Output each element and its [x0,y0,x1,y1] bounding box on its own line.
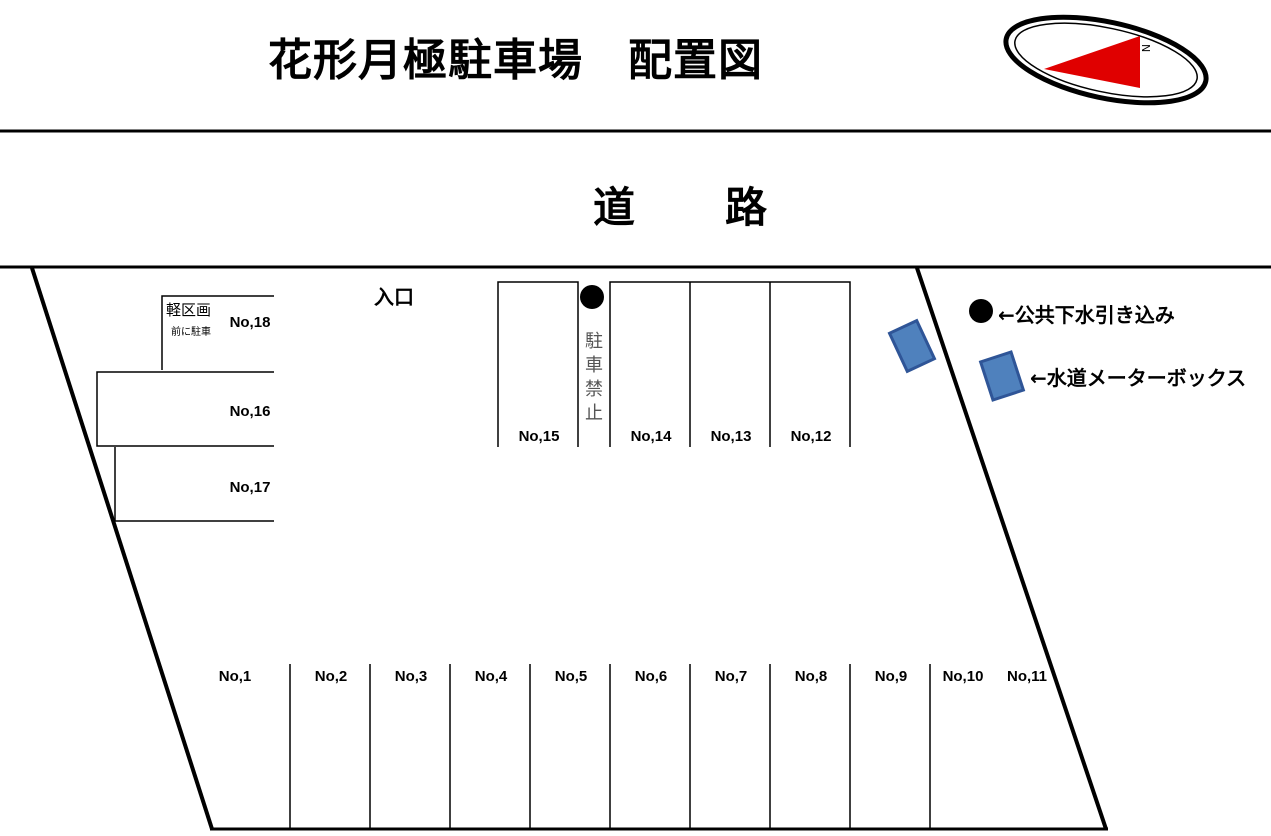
no-parking-char: 駐 [585,331,603,352]
light-vehicle-sub-label: 前に駐車 [171,327,211,338]
lot-right-edge [915,267,1108,830]
slot-label-left: No,17 [230,479,271,496]
legend-sewer-label: ←公共下水引き込み [998,303,1175,327]
slot-label-top: No,12 [791,428,832,445]
road-label: 道 路 [593,183,770,232]
slot-label-bottom: No,7 [715,668,748,685]
no-parking-char: 車 [585,355,603,376]
slot-label-bottom: No,9 [875,668,908,685]
slot-label-left: No,18 [230,314,271,331]
lot-left-edge [30,267,214,830]
no-parking-label: 駐 車 禁 止 [584,330,604,426]
slot-label-bottom: No,4 [475,668,508,685]
top-slot-lines [497,281,851,447]
bottom-slot-lines [289,664,931,829]
slot-label-bottom: No,6 [635,668,668,685]
slot-label-bottom: No,5 [555,668,588,685]
slot-label-left: No,16 [230,403,271,420]
slot-label-bottom: No,10 [943,668,984,685]
entrance-label: 入口 [374,285,414,309]
slot-label-bottom: No,11 [1007,668,1047,685]
page-title: 花形月極駐車場 配置図 [268,35,763,86]
slot-label-bottom: No,1 [219,668,252,685]
slot-labels: No,1 No,2 No,3 No,4 No,5 No,6 No,7 No,8 No,9 No,1… [219,314,1047,685]
legend-water-meter-label: ←水道メーターボックス [1030,366,1247,390]
legend-sewer-icon [969,299,993,323]
water-meter-box-icon [887,318,937,374]
slot-label-bottom: No,3 [395,668,428,685]
north-compass-icon: N [1003,14,1209,106]
slot-label-top: No,15 [519,428,560,445]
slot-label-top: No,13 [711,428,752,445]
sewer-inlet-icon [580,285,604,309]
legend-water-meter-icon [978,350,1026,402]
svg-text:N: N [1139,44,1152,52]
light-vehicle-label: 軽区画 [166,301,212,319]
slot-label-bottom: No,8 [795,668,828,685]
no-parking-char: 止 [585,403,603,424]
slot-label-bottom: No,2 [315,668,348,685]
left-slot-lines [96,295,274,522]
slot-label-top: No,14 [631,428,673,445]
no-parking-char: 禁 [585,379,603,400]
